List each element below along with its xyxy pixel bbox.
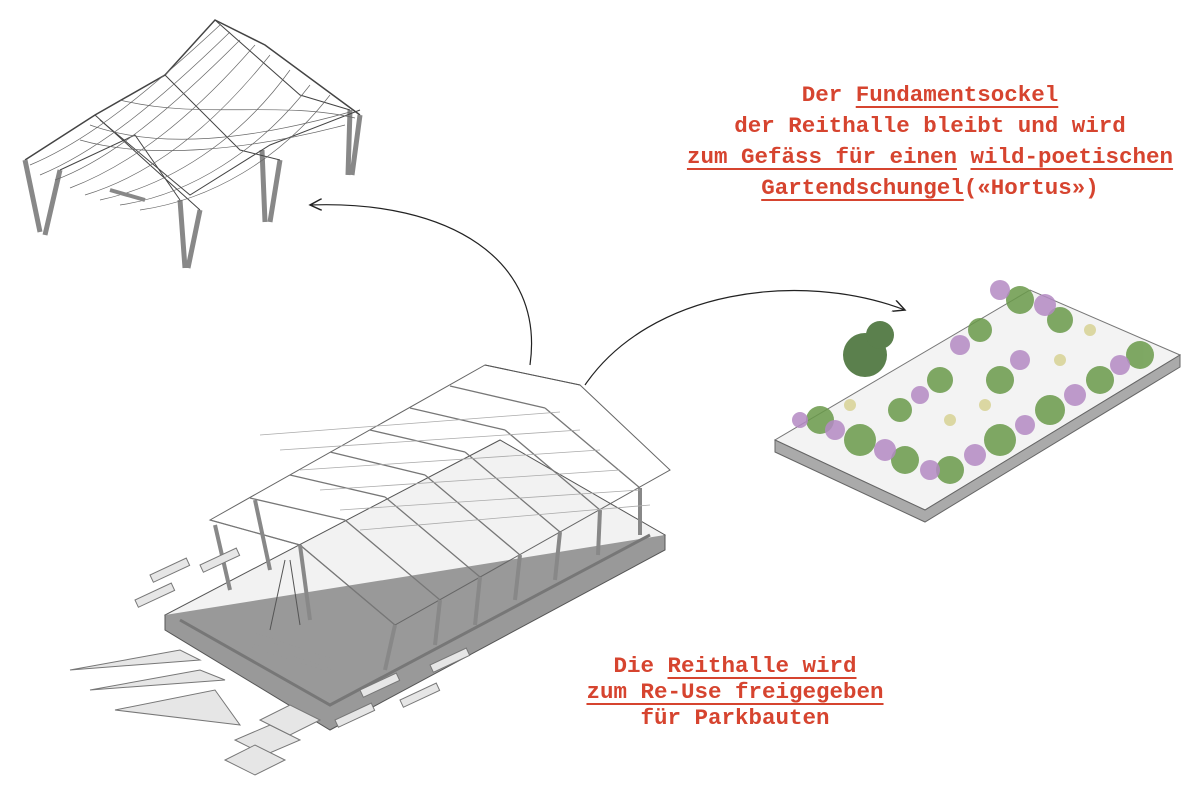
caption-text-underlined: Gartendschungel: [761, 175, 964, 201]
arrow-to-garden: [584, 290, 905, 386]
caption-reuse: Die Reithalle wird zum Re-Use freigegebe…: [540, 653, 930, 731]
caption-text-underlined: zum Re-Use freigegeben: [586, 679, 884, 705]
arrow-to-roof: [310, 205, 533, 366]
caption-text: der Reithalle bleibt und wird: [734, 113, 1126, 139]
caption-text-underlined: zum Gefäss für einen: [686, 144, 957, 170]
caption-text: («Hortus»): [963, 175, 1099, 201]
dismantled-parts: [69, 547, 471, 776]
riding-hall-structure: [163, 364, 671, 731]
caption-text: Die: [613, 653, 668, 679]
caption-foundation: Der Fundamentsockel der Reithalle bleibt…: [640, 80, 1200, 204]
roof-truss-model: [22, 19, 363, 269]
garden-hortus-model: [773, 280, 1182, 523]
caption-text-underlined: Fundamentsockel: [855, 82, 1059, 108]
caption-text-underlined: Reithalle wird: [667, 653, 857, 679]
caption-text: Der: [801, 82, 856, 108]
caption-text: für Parkbauten: [640, 705, 830, 731]
caption-text-underlined: wild-poetischen: [970, 144, 1174, 170]
